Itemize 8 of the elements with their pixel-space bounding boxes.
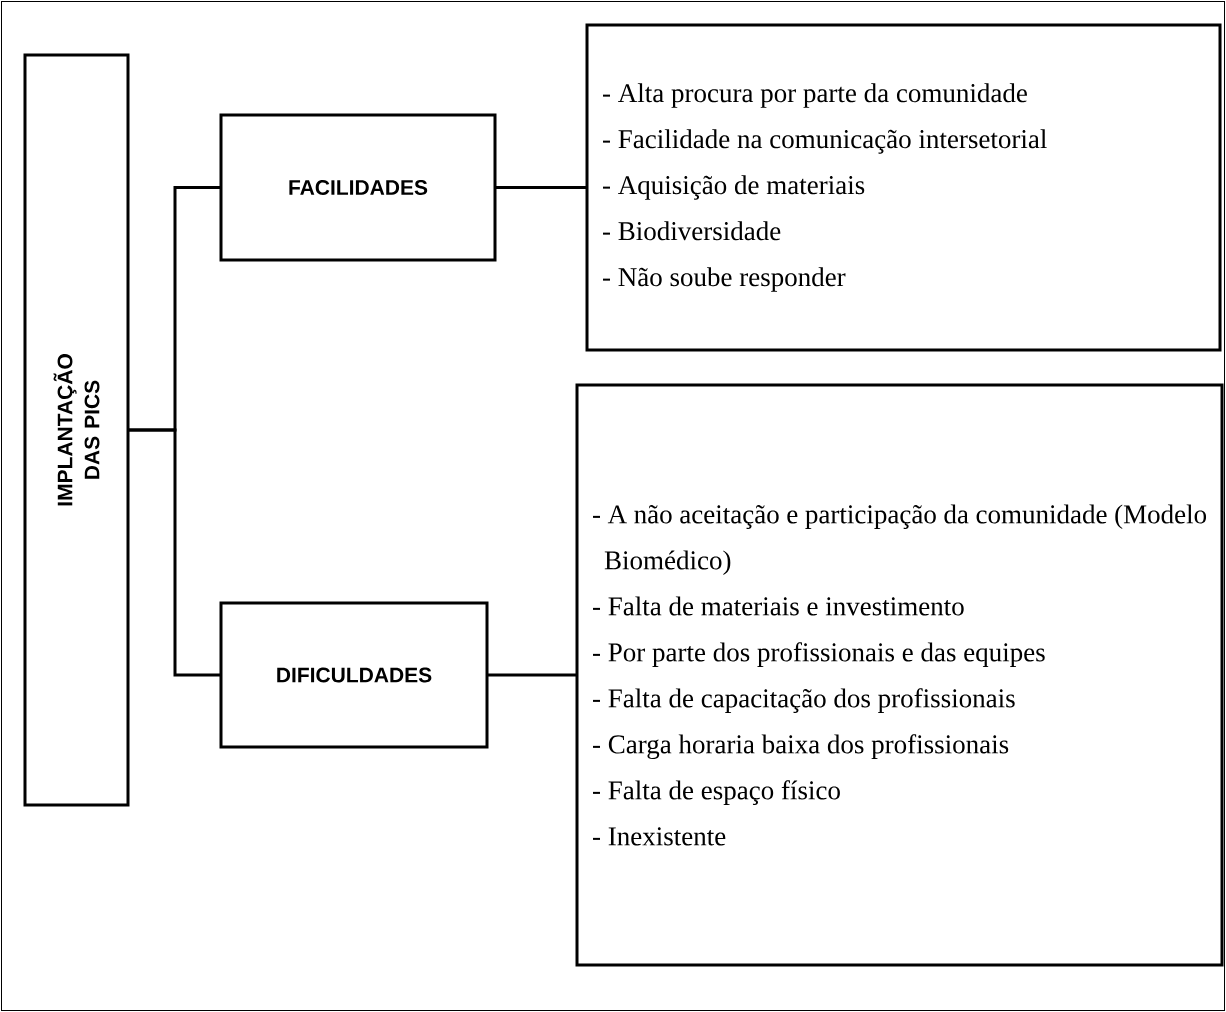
title-box: IMPLANTAÇÃO DAS PICS bbox=[23, 53, 130, 807]
category-box: DIFICULDADES bbox=[219, 601, 489, 749]
list-box: - A não aceitação e participação da comunidade (Modelo Biomédico) - Falta de materiais e investimento - Por parte dos profissionais e das equipes - Falta de capacitação dos profissionais - Carga horaria baixa dos profissionais - Falta de espaço físico - Inexistente bbox=[575, 383, 1224, 967]
list-box: - Alta procura por parte da comunidade - Facilidade na comunicação intersetorial - Aquisição de materiais - Biodiversidade - Não soube responder bbox=[585, 23, 1222, 352]
category-box: FACILIDADES bbox=[219, 113, 497, 262]
connector-line bbox=[487, 673, 577, 677]
connector-line bbox=[128, 428, 221, 677]
connector-line bbox=[495, 186, 587, 189]
